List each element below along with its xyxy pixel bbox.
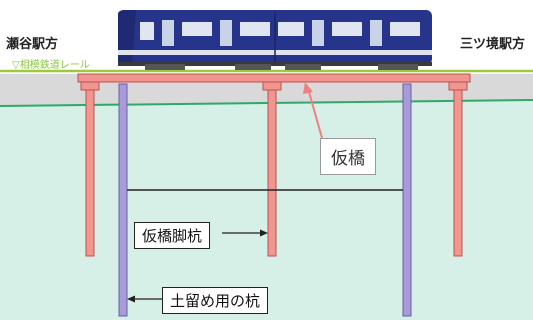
train-door — [162, 20, 174, 46]
train-window — [332, 22, 362, 36]
soil-layer — [0, 74, 533, 320]
bridge-pile-label: 仮橋脚杭 — [134, 222, 211, 249]
train-bogie — [145, 64, 185, 70]
right-station-label: 三ツ境駅方 — [459, 37, 525, 52]
temporary-bridge-label: 仮橋 — [320, 138, 376, 175]
pile-cap-2 — [262, 81, 282, 91]
pile-cap-1 — [80, 81, 100, 91]
train-door — [312, 20, 324, 46]
bridge-pile-1 — [85, 87, 95, 257]
train-window — [390, 22, 420, 36]
pile-cap-3 — [448, 81, 468, 91]
retaining-pile-right — [402, 83, 412, 317]
retaining-pile-label: 土留め用の杭 — [162, 287, 269, 314]
rail-label: ▽相模鉄道レール — [12, 60, 90, 71]
bridge-pile-2 — [267, 87, 277, 257]
bridge-callout-arrowhead — [303, 82, 313, 94]
train-bogie — [285, 64, 321, 70]
bridge-callout-line — [308, 91, 323, 139]
left-station-label: 瀬谷駅方 — [6, 37, 59, 52]
train-bogie — [235, 64, 271, 70]
train-window — [140, 22, 154, 40]
pile-callout-arrowhead — [260, 229, 268, 237]
train — [118, 10, 432, 70]
train-door — [220, 20, 232, 46]
train-underframe — [118, 62, 432, 66]
retaining-callout-arrowhead — [127, 295, 135, 303]
train-window — [278, 22, 304, 36]
train-window — [182, 22, 212, 36]
train-bogie — [378, 64, 418, 70]
retaining-pile-left — [118, 83, 128, 317]
bridge-deck — [77, 73, 471, 83]
train-door — [370, 20, 382, 46]
bridge-pile-3 — [453, 87, 463, 257]
train-window — [240, 22, 270, 36]
